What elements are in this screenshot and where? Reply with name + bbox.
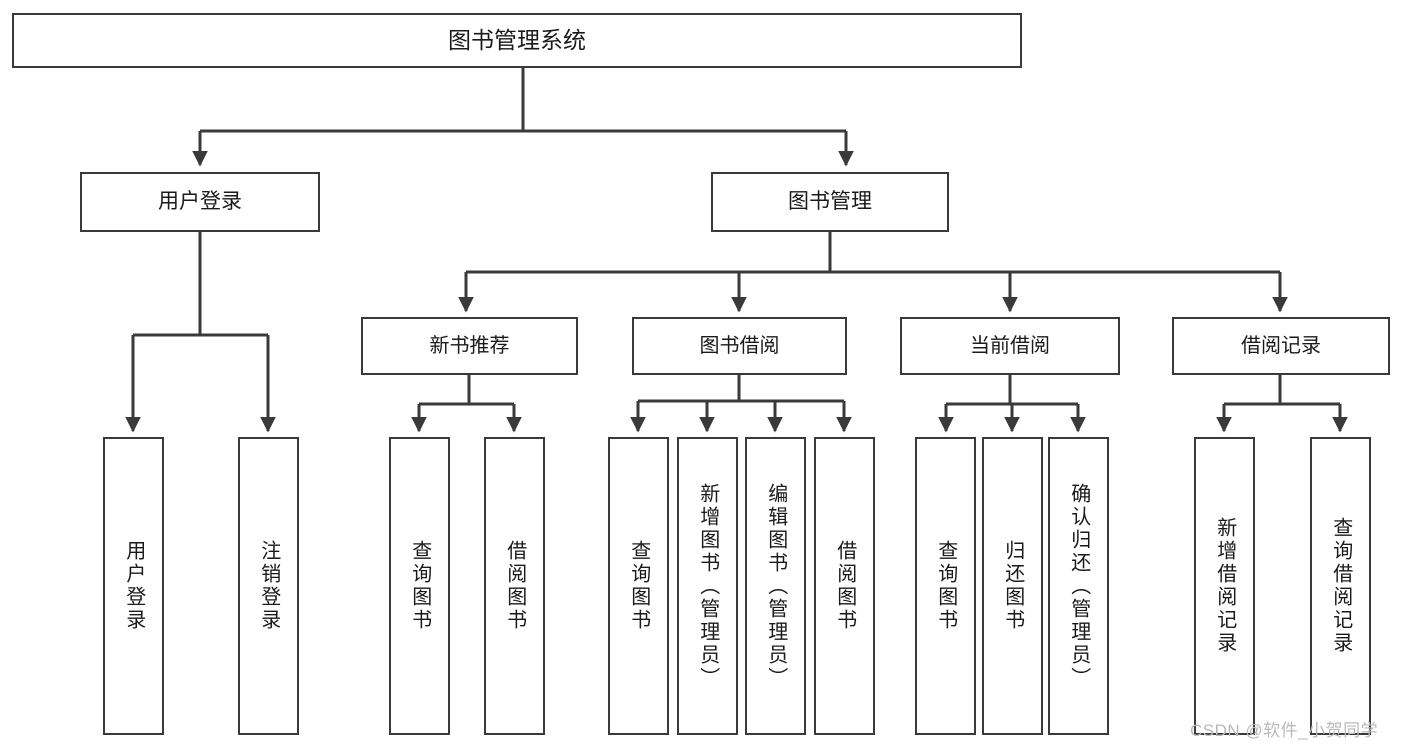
leaf-confirm-return-label: 确认归还（管理员）: [1067, 482, 1090, 690]
node-current-borrow[interactable]: 当前借阅: [900, 317, 1120, 375]
leaf-confirm-return[interactable]: 确认归还（管理员）: [1048, 437, 1109, 735]
leaf-logout[interactable]: 注销登录: [238, 437, 299, 735]
node-borrow-record[interactable]: 借阅记录: [1172, 317, 1390, 375]
leaf-query-book-recommend-label: 查询图书: [408, 540, 431, 632]
leaf-edit-book[interactable]: 编辑图书（管理员）: [745, 437, 806, 735]
leaf-add-borrow-record[interactable]: 新增借阅记录: [1194, 437, 1255, 735]
node-current-borrow-label: 当前借阅: [970, 334, 1050, 357]
node-book-borrow[interactable]: 图书借阅: [632, 317, 847, 375]
leaf-query-borrow-record[interactable]: 查询借阅记录: [1310, 437, 1371, 735]
node-user-login-label: 用户登录: [158, 190, 242, 214]
leaf-query-book-current[interactable]: 查询图书: [915, 437, 976, 735]
leaf-user-login-label: 用户登录: [122, 540, 145, 632]
node-book-management[interactable]: 图书管理: [711, 172, 949, 232]
csdn-watermark: CSDN @软件_小贺同学: [1190, 721, 1379, 740]
node-new-book-recommend-label: 新书推荐: [429, 334, 510, 357]
leaf-query-book-borrow-label: 查询图书: [627, 540, 650, 632]
leaf-borrow-book-recommend[interactable]: 借阅图书: [484, 437, 545, 735]
node-book-management-label: 图书管理: [788, 190, 872, 214]
leaf-borrow-book-recommend-label: 借阅图书: [503, 540, 526, 632]
leaf-query-book-recommend[interactable]: 查询图书: [389, 437, 450, 735]
node-book-borrow-label: 图书借阅: [699, 334, 780, 357]
leaf-add-book[interactable]: 新增图书（管理员）: [677, 437, 738, 735]
node-root-system[interactable]: 图书管理系统: [12, 13, 1022, 68]
leaf-query-book-borrow[interactable]: 查询图书: [608, 437, 669, 735]
leaf-logout-label: 注销登录: [257, 540, 280, 632]
leaf-query-book-current-label: 查询图书: [934, 540, 957, 632]
leaf-borrow-book[interactable]: 借阅图书: [814, 437, 875, 735]
node-root-label: 图书管理系统: [448, 26, 586, 53]
leaf-edit-book-label: 编辑图书（管理员）: [764, 482, 787, 690]
leaf-return-book[interactable]: 归还图书: [982, 437, 1043, 735]
node-new-book-recommend[interactable]: 新书推荐: [361, 317, 578, 375]
node-user-login[interactable]: 用户登录: [80, 172, 320, 232]
leaf-return-book-label: 归还图书: [1001, 540, 1024, 632]
leaf-borrow-book-label: 借阅图书: [833, 540, 856, 632]
leaf-user-login[interactable]: 用户登录: [103, 437, 164, 735]
leaf-add-borrow-record-label: 新增借阅记录: [1213, 517, 1236, 655]
leaf-add-book-label: 新增图书（管理员）: [696, 482, 719, 690]
node-borrow-record-label: 借阅记录: [1241, 334, 1321, 357]
leaf-query-borrow-record-label: 查询借阅记录: [1329, 517, 1352, 655]
